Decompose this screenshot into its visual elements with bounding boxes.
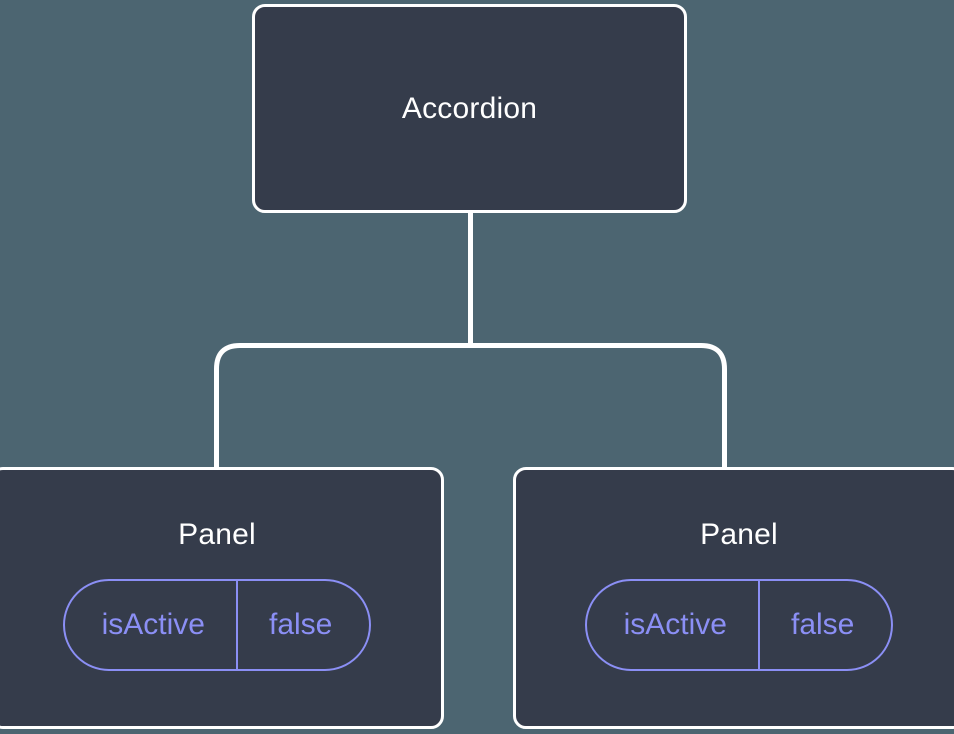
prop-key: isActive	[101, 608, 205, 641]
prop-value: false	[235, 581, 369, 669]
node-panel-0[interactable]: Panel isActive false	[0, 467, 444, 729]
prop-key: isActive	[623, 608, 727, 641]
prop-value: false	[757, 581, 891, 669]
node-panel-1[interactable]: Panel isActive false	[513, 467, 954, 729]
edge-accordion-to-panel-0	[214, 343, 471, 470]
node-title: Panel	[178, 518, 256, 551]
node-title: Accordion	[401, 91, 538, 125]
prop-badge[interactable]: isActive false	[62, 579, 372, 671]
node-title: Panel	[700, 518, 778, 551]
prop-badge[interactable]: isActive false	[584, 579, 894, 671]
edge-accordion-to-panel-1	[470, 343, 727, 470]
node-accordion[interactable]: Accordion	[252, 4, 687, 213]
